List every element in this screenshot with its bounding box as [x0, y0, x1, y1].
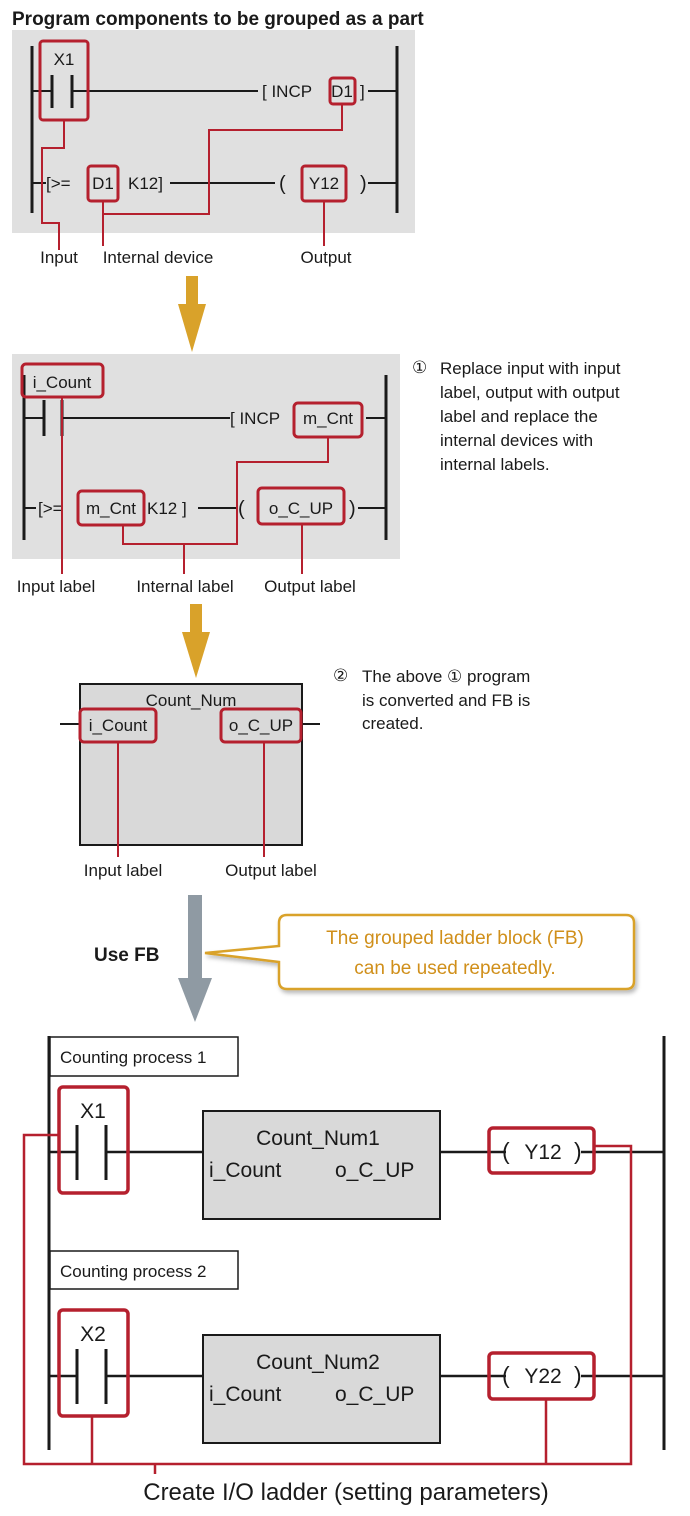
- s2-output-label: o_C_UP: [269, 499, 333, 518]
- callout-bubble: [204, 913, 636, 991]
- s2-incp-instr: [ INCP: [230, 409, 280, 428]
- s2-label-input: Input label: [17, 577, 95, 596]
- process1-coil-open: (: [502, 1138, 510, 1164]
- s1-input-device: X1: [54, 50, 75, 69]
- s2-note-line-3: label and replace the: [440, 407, 598, 426]
- s2-incp-label: m_Cnt: [303, 409, 353, 428]
- s3-label-input: Input label: [84, 861, 162, 880]
- process2-output: Y22: [524, 1365, 561, 1388]
- down-arrow-1: [178, 276, 206, 352]
- s2-label-internal: Internal label: [136, 577, 233, 596]
- process2-label-box: [49, 1250, 239, 1290]
- s2-compare-label: m_Cnt: [86, 499, 136, 518]
- fb-name: Count_Num: [146, 691, 237, 710]
- s1-incp-close: ]: [360, 82, 365, 101]
- s4-highlights: [57, 1085, 596, 1418]
- process2-fb-block: [202, 1334, 441, 1444]
- s2-compare-open: [>=: [38, 499, 63, 518]
- s2-coil-close: ): [349, 498, 356, 520]
- s3-label-output: Output label: [225, 861, 317, 880]
- s4-caption: Create I/O ladder (setting parameters): [143, 1479, 549, 1506]
- process1-input-box: [57, 1085, 130, 1195]
- s1-coil-open: (: [279, 173, 286, 195]
- s3-connectors: [117, 742, 265, 857]
- process1-output: Y12: [524, 1141, 561, 1164]
- s3-note-num: ②: [333, 666, 348, 685]
- process2-fb-name: Count_Num2: [256, 1351, 380, 1374]
- process1-output-box: [487, 1126, 596, 1175]
- s1-output-device: Y12: [309, 174, 339, 193]
- down-arrow-2: [182, 604, 210, 678]
- process1-fb-out: o_C_UP: [335, 1159, 414, 1182]
- callout-line-2: can be used repeatedly.: [354, 958, 555, 979]
- process1-fb-name: Count_Num1: [256, 1127, 380, 1150]
- use-fb-label: Use FB: [94, 945, 159, 966]
- process2-coil-open: (: [502, 1362, 510, 1388]
- s2-note-line-2: label, output with output: [440, 383, 620, 402]
- process1-label: Counting process 1: [60, 1048, 206, 1067]
- s2-compare-box: [76, 489, 146, 527]
- process2-output-box: [487, 1351, 596, 1401]
- s4-rails: [47, 1036, 666, 1450]
- s2-connectors: [61, 397, 329, 574]
- s1-compare-const: K12]: [128, 174, 163, 193]
- process2-label: Counting process 2: [60, 1262, 206, 1281]
- s4-parameter-wiring: [22, 1133, 633, 1474]
- section1-ladder: [30, 46, 399, 213]
- s2-label-output: Output label: [264, 577, 356, 596]
- section1-panel: [12, 30, 415, 233]
- fb-input-label: i_Count: [89, 716, 148, 735]
- callout-line-1: The grouped ladder block (FB): [326, 928, 584, 949]
- process1-coil-close: ): [574, 1138, 582, 1164]
- s2-input-label: i_Count: [33, 373, 92, 392]
- use-fb-arrow: [178, 895, 212, 1022]
- process2-input-box: [57, 1308, 130, 1418]
- process2-input: X2: [80, 1323, 106, 1346]
- s2-note-line-4: internal devices with: [440, 431, 593, 450]
- s1-label-input: Input: [40, 248, 78, 267]
- fb-output-label: o_C_UP: [229, 716, 293, 735]
- process2-coil-close: ): [574, 1362, 582, 1388]
- s1-coil-close: ): [360, 173, 367, 195]
- s1-connectors: [41, 104, 343, 250]
- process1-fb-block: [202, 1110, 441, 1220]
- s3-note-line-2: is converted and FB is: [362, 691, 530, 710]
- s1-compare-open: [>=: [46, 174, 71, 193]
- s2-compare-const: K12 ]: [147, 499, 187, 518]
- s3-note-line-3: created.: [362, 714, 423, 733]
- s2-note-line-5: internal labels.: [440, 455, 550, 474]
- s1-label-output: Output: [300, 248, 351, 267]
- process2-rung: [49, 1349, 664, 1404]
- s3-note-line-1: The above ① program: [362, 667, 530, 686]
- process1-input: X1: [80, 1100, 106, 1123]
- s1-compare-device: D1: [92, 174, 114, 193]
- process1-fb-in: i_Count: [209, 1159, 282, 1182]
- s2-note-num: ①: [412, 358, 427, 377]
- section-title: Program components to be grouped as a pa…: [12, 9, 424, 30]
- fb-output-box: [219, 707, 303, 744]
- s1-incp-device: D1: [331, 82, 353, 101]
- s2-note-line-1: Replace input with input: [440, 359, 621, 378]
- s1-incp-instr: [ INCP: [262, 82, 312, 101]
- process2-fb-in: i_Count: [209, 1383, 282, 1406]
- s2-coil-open: (: [238, 498, 245, 520]
- s1-label-internal: Internal device: [103, 248, 214, 267]
- process1-label-box: [49, 1036, 239, 1077]
- process2-fb-out: o_C_UP: [335, 1383, 414, 1406]
